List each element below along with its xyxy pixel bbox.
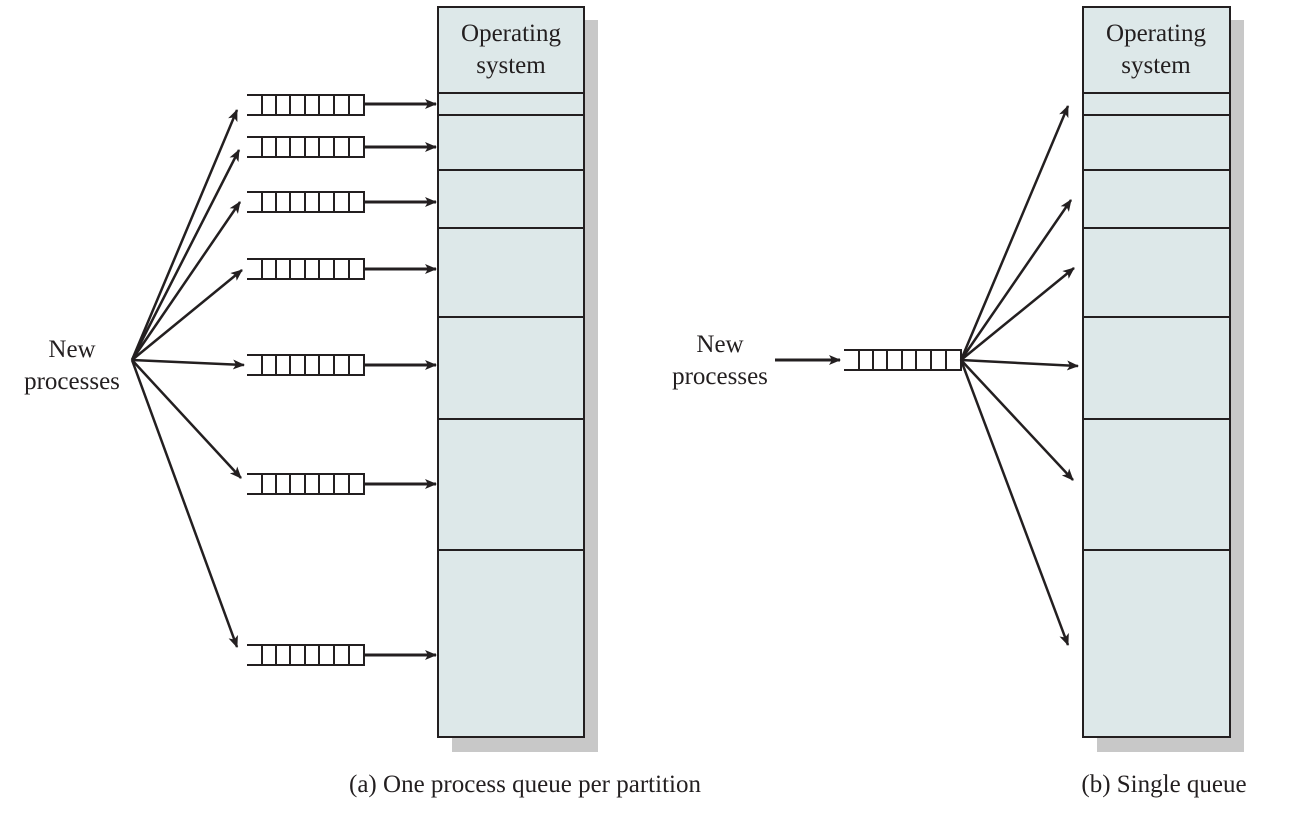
os-label-a-line2: system — [476, 52, 546, 79]
process-queue — [247, 136, 365, 158]
arrow — [131, 358, 245, 370]
arrow — [130, 149, 241, 361]
arrow — [130, 109, 239, 361]
arrow — [960, 359, 1074, 481]
process-queue — [247, 94, 365, 116]
process-queue — [247, 354, 365, 376]
process-queue — [247, 258, 365, 280]
arrow — [131, 359, 242, 479]
source-label-b-line1: New — [696, 331, 743, 358]
panel-b: Operating system New processes (b) Singl… — [672, 6, 1247, 798]
caption-b: (b) Single queue — [1081, 771, 1246, 798]
partition-a-3 — [437, 169, 585, 229]
source-label-a-line1: New — [48, 336, 95, 363]
panel-a: Operating system New processes — [24, 6, 701, 798]
partition-a-2 — [437, 114, 585, 171]
os-label-a-line1: Operating — [461, 20, 561, 47]
queue-to-partition-arrows-a — [364, 99, 437, 660]
process-queue — [247, 191, 365, 213]
arrow — [131, 269, 243, 361]
fan-out-arrows-a — [130, 109, 245, 648]
arrow — [130, 201, 242, 361]
arrow — [130, 359, 239, 648]
arrow — [960, 267, 1075, 361]
source-label-a-line2: processes — [24, 368, 120, 395]
fan-out-arrows-b — [959, 105, 1079, 646]
os-label-b-line2: system — [1121, 52, 1191, 79]
partition-a-4 — [437, 227, 585, 318]
partition-a-7 — [437, 549, 585, 738]
partition-b-4 — [1082, 227, 1231, 318]
arrow — [959, 199, 1073, 361]
process-queue — [247, 473, 365, 495]
os-region-a — [437, 6, 585, 94]
caption-a: (a) One process queue per partition — [349, 771, 701, 798]
partition-b-1 — [1082, 92, 1231, 116]
memory-block-a — [437, 6, 585, 738]
queues-a — [247, 94, 365, 666]
partition-b-6 — [1082, 418, 1231, 551]
source-label-b-line2: processes — [672, 363, 768, 390]
memory-block-b — [1082, 6, 1231, 738]
partition-b-3 — [1082, 169, 1231, 229]
process-queue — [844, 349, 962, 371]
os-label-b-line1: Operating — [1106, 20, 1206, 47]
arrow — [959, 105, 1070, 361]
partition-b-7 — [1082, 549, 1231, 738]
partition-a-5 — [437, 316, 585, 420]
partition-a-1 — [437, 92, 585, 116]
arrow — [960, 358, 1079, 371]
process-queue — [247, 644, 365, 666]
partition-b-2 — [1082, 114, 1231, 171]
partition-b-5 — [1082, 316, 1231, 420]
arrow — [959, 359, 1070, 646]
partition-a-6 — [437, 418, 585, 551]
